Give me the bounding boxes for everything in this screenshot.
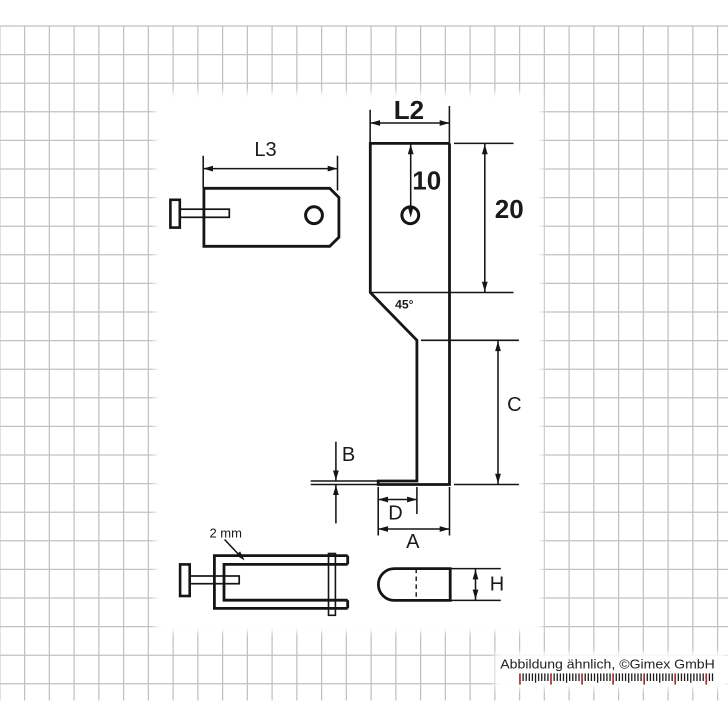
svg-text:10: 10 [412, 166, 441, 196]
svg-text:2 mm: 2 mm [209, 526, 242, 541]
svg-text:H: H [490, 574, 504, 596]
svg-text:A: A [406, 531, 420, 553]
svg-text:D: D [388, 503, 402, 525]
svg-text:C: C [507, 394, 521, 416]
svg-text:20: 20 [495, 194, 524, 224]
svg-text:L3: L3 [254, 139, 276, 161]
svg-text:L2: L2 [394, 95, 424, 125]
svg-text:45°: 45° [395, 298, 414, 312]
svg-text:B: B [342, 444, 355, 466]
svg-text:Abbildung ähnlich, ©Gimex GmbH: Abbildung ähnlich, ©Gimex GmbH [500, 656, 715, 671]
